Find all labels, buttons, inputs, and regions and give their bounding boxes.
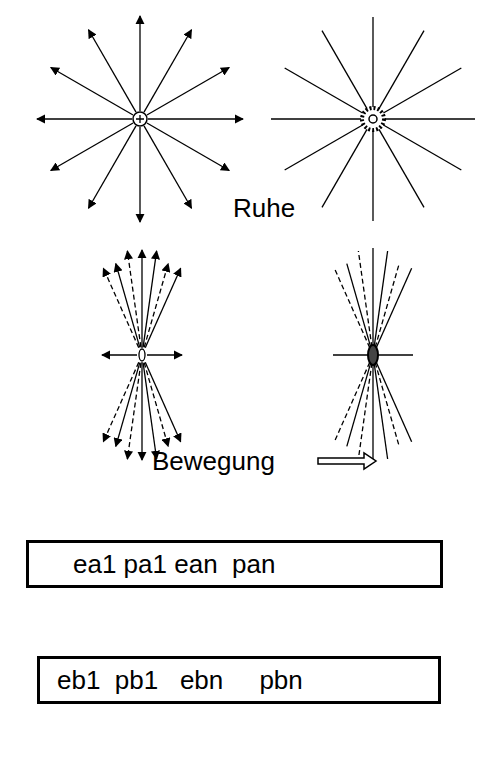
- field-line: [372, 131, 373, 221]
- field-line: [145, 362, 180, 441]
- field-line: [358, 251, 371, 347]
- field-line: [374, 251, 387, 347]
- field-line: [378, 354, 413, 355]
- field-line: [116, 363, 140, 447]
- field-line: [89, 30, 137, 112]
- box-text: eb1 pb1 ebn pbn: [57, 665, 303, 695]
- field-line: [147, 68, 229, 116]
- field-line: [383, 68, 461, 113]
- text-box: eb1 pb1 ebn pbn: [37, 656, 441, 704]
- ring-core: [369, 115, 377, 123]
- field-line: [285, 125, 363, 170]
- field-line: [374, 363, 387, 459]
- field-line: [372, 248, 373, 348]
- field-line: [141, 250, 142, 348]
- plus-sign: [136, 115, 144, 123]
- field-line: [383, 125, 461, 170]
- field-line: [147, 123, 229, 171]
- field-line: [141, 362, 142, 460]
- field-line: [322, 31, 367, 109]
- field-line: [322, 129, 367, 207]
- box-text: ea1 pa1 ean pan: [73, 549, 275, 579]
- field-line: [148, 118, 243, 119]
- field-line: [37, 118, 132, 119]
- field-line: [147, 354, 182, 355]
- field-line: [347, 264, 371, 348]
- moving-charge: [139, 349, 145, 361]
- field-line: [372, 362, 373, 462]
- label-holder: Ruhe: [233, 193, 295, 223]
- field-line: [102, 354, 137, 355]
- field-line: [143, 251, 156, 347]
- field-line: [285, 68, 363, 113]
- moving-ring: [368, 345, 378, 365]
- field-line: [143, 363, 156, 459]
- field-line: [347, 363, 371, 447]
- field-line: [376, 268, 411, 347]
- field-line: [379, 31, 424, 109]
- field-line: [139, 16, 140, 111]
- field-line: [144, 30, 192, 112]
- field-line: [333, 354, 368, 355]
- field-line: [127, 251, 140, 347]
- field-line: [116, 264, 140, 348]
- text-box: ea1 pa1 ean pan: [26, 540, 443, 588]
- field-line: [144, 126, 192, 208]
- field-line: [372, 17, 373, 107]
- field-line: [385, 118, 475, 119]
- ring-symbol: [362, 108, 384, 130]
- field-line: [89, 126, 137, 208]
- field-line: [379, 129, 424, 207]
- field-line: [51, 123, 133, 171]
- field-line: [376, 362, 411, 441]
- field-line: [127, 363, 140, 459]
- field-line: [139, 127, 140, 222]
- label-holder: Bewegung: [152, 446, 275, 476]
- charge-symbol: [133, 112, 147, 126]
- field-line: [358, 363, 371, 459]
- field-line: [145, 268, 180, 347]
- caption-label: Ruhe: [233, 193, 295, 223]
- caption-label: Bewegung: [152, 446, 275, 476]
- field-line: [271, 118, 361, 119]
- motion-arrow: [318, 453, 376, 469]
- field-line: [51, 68, 133, 116]
